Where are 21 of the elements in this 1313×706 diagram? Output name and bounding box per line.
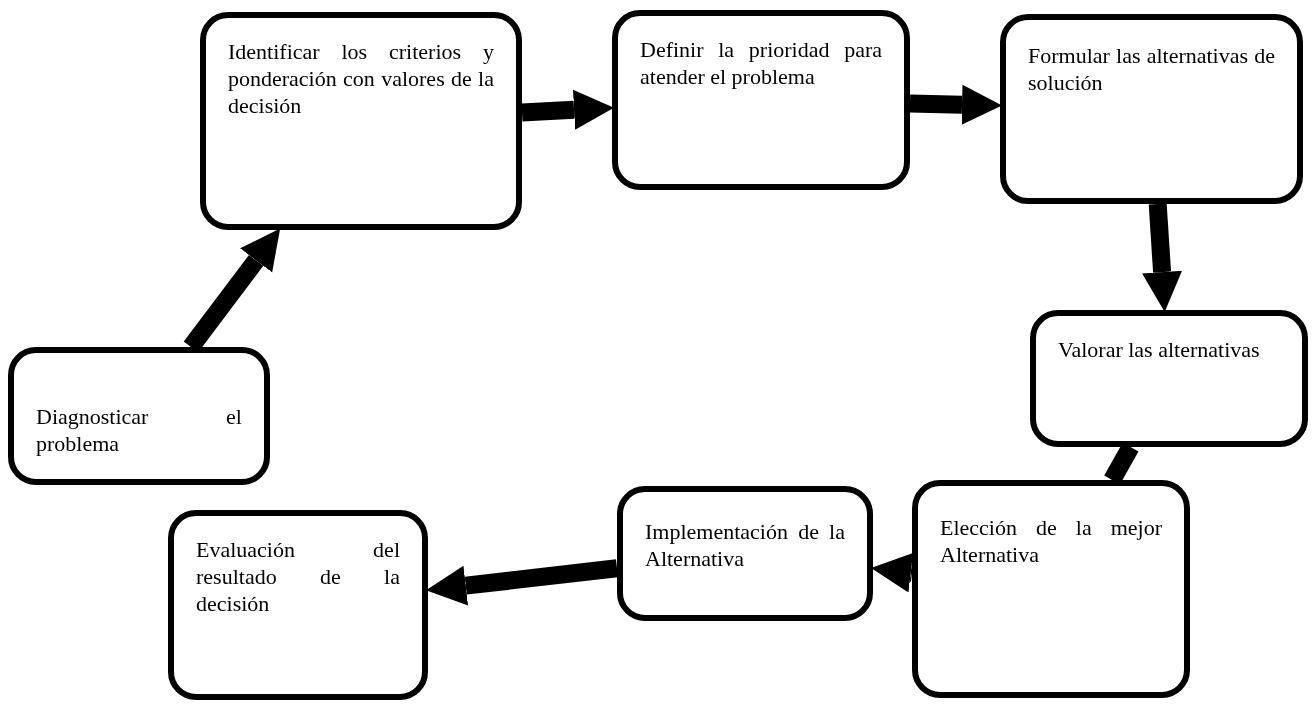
process-box [1030, 310, 1308, 447]
process-box [200, 12, 522, 230]
process-box [168, 510, 428, 700]
step-text: Valorar las alternativas [1058, 336, 1261, 363]
process-box [8, 347, 270, 485]
step-text: Formular las alternativas de solución [1028, 42, 1275, 96]
step-text: Identificar los criterios y ponderación con valores de la decisión [228, 38, 494, 119]
arrow [426, 559, 619, 606]
step-text: Evaluación del resultado de la decisión [196, 536, 400, 617]
process-box [617, 486, 873, 621]
step-text: Elección de la mejor Alternativa [940, 514, 1162, 568]
process-box [612, 10, 910, 190]
arrow [909, 84, 1002, 125]
arrow [871, 552, 914, 593]
step-text: Definir la prioridad para atender el problema [640, 36, 882, 90]
arrow [521, 89, 614, 130]
step-text: Implementación de la Alternativa [645, 518, 845, 572]
process-box [912, 480, 1190, 698]
arrow [1142, 203, 1183, 312]
step-text: Diagnosticar el problema [36, 403, 242, 457]
process-box [1000, 14, 1303, 204]
